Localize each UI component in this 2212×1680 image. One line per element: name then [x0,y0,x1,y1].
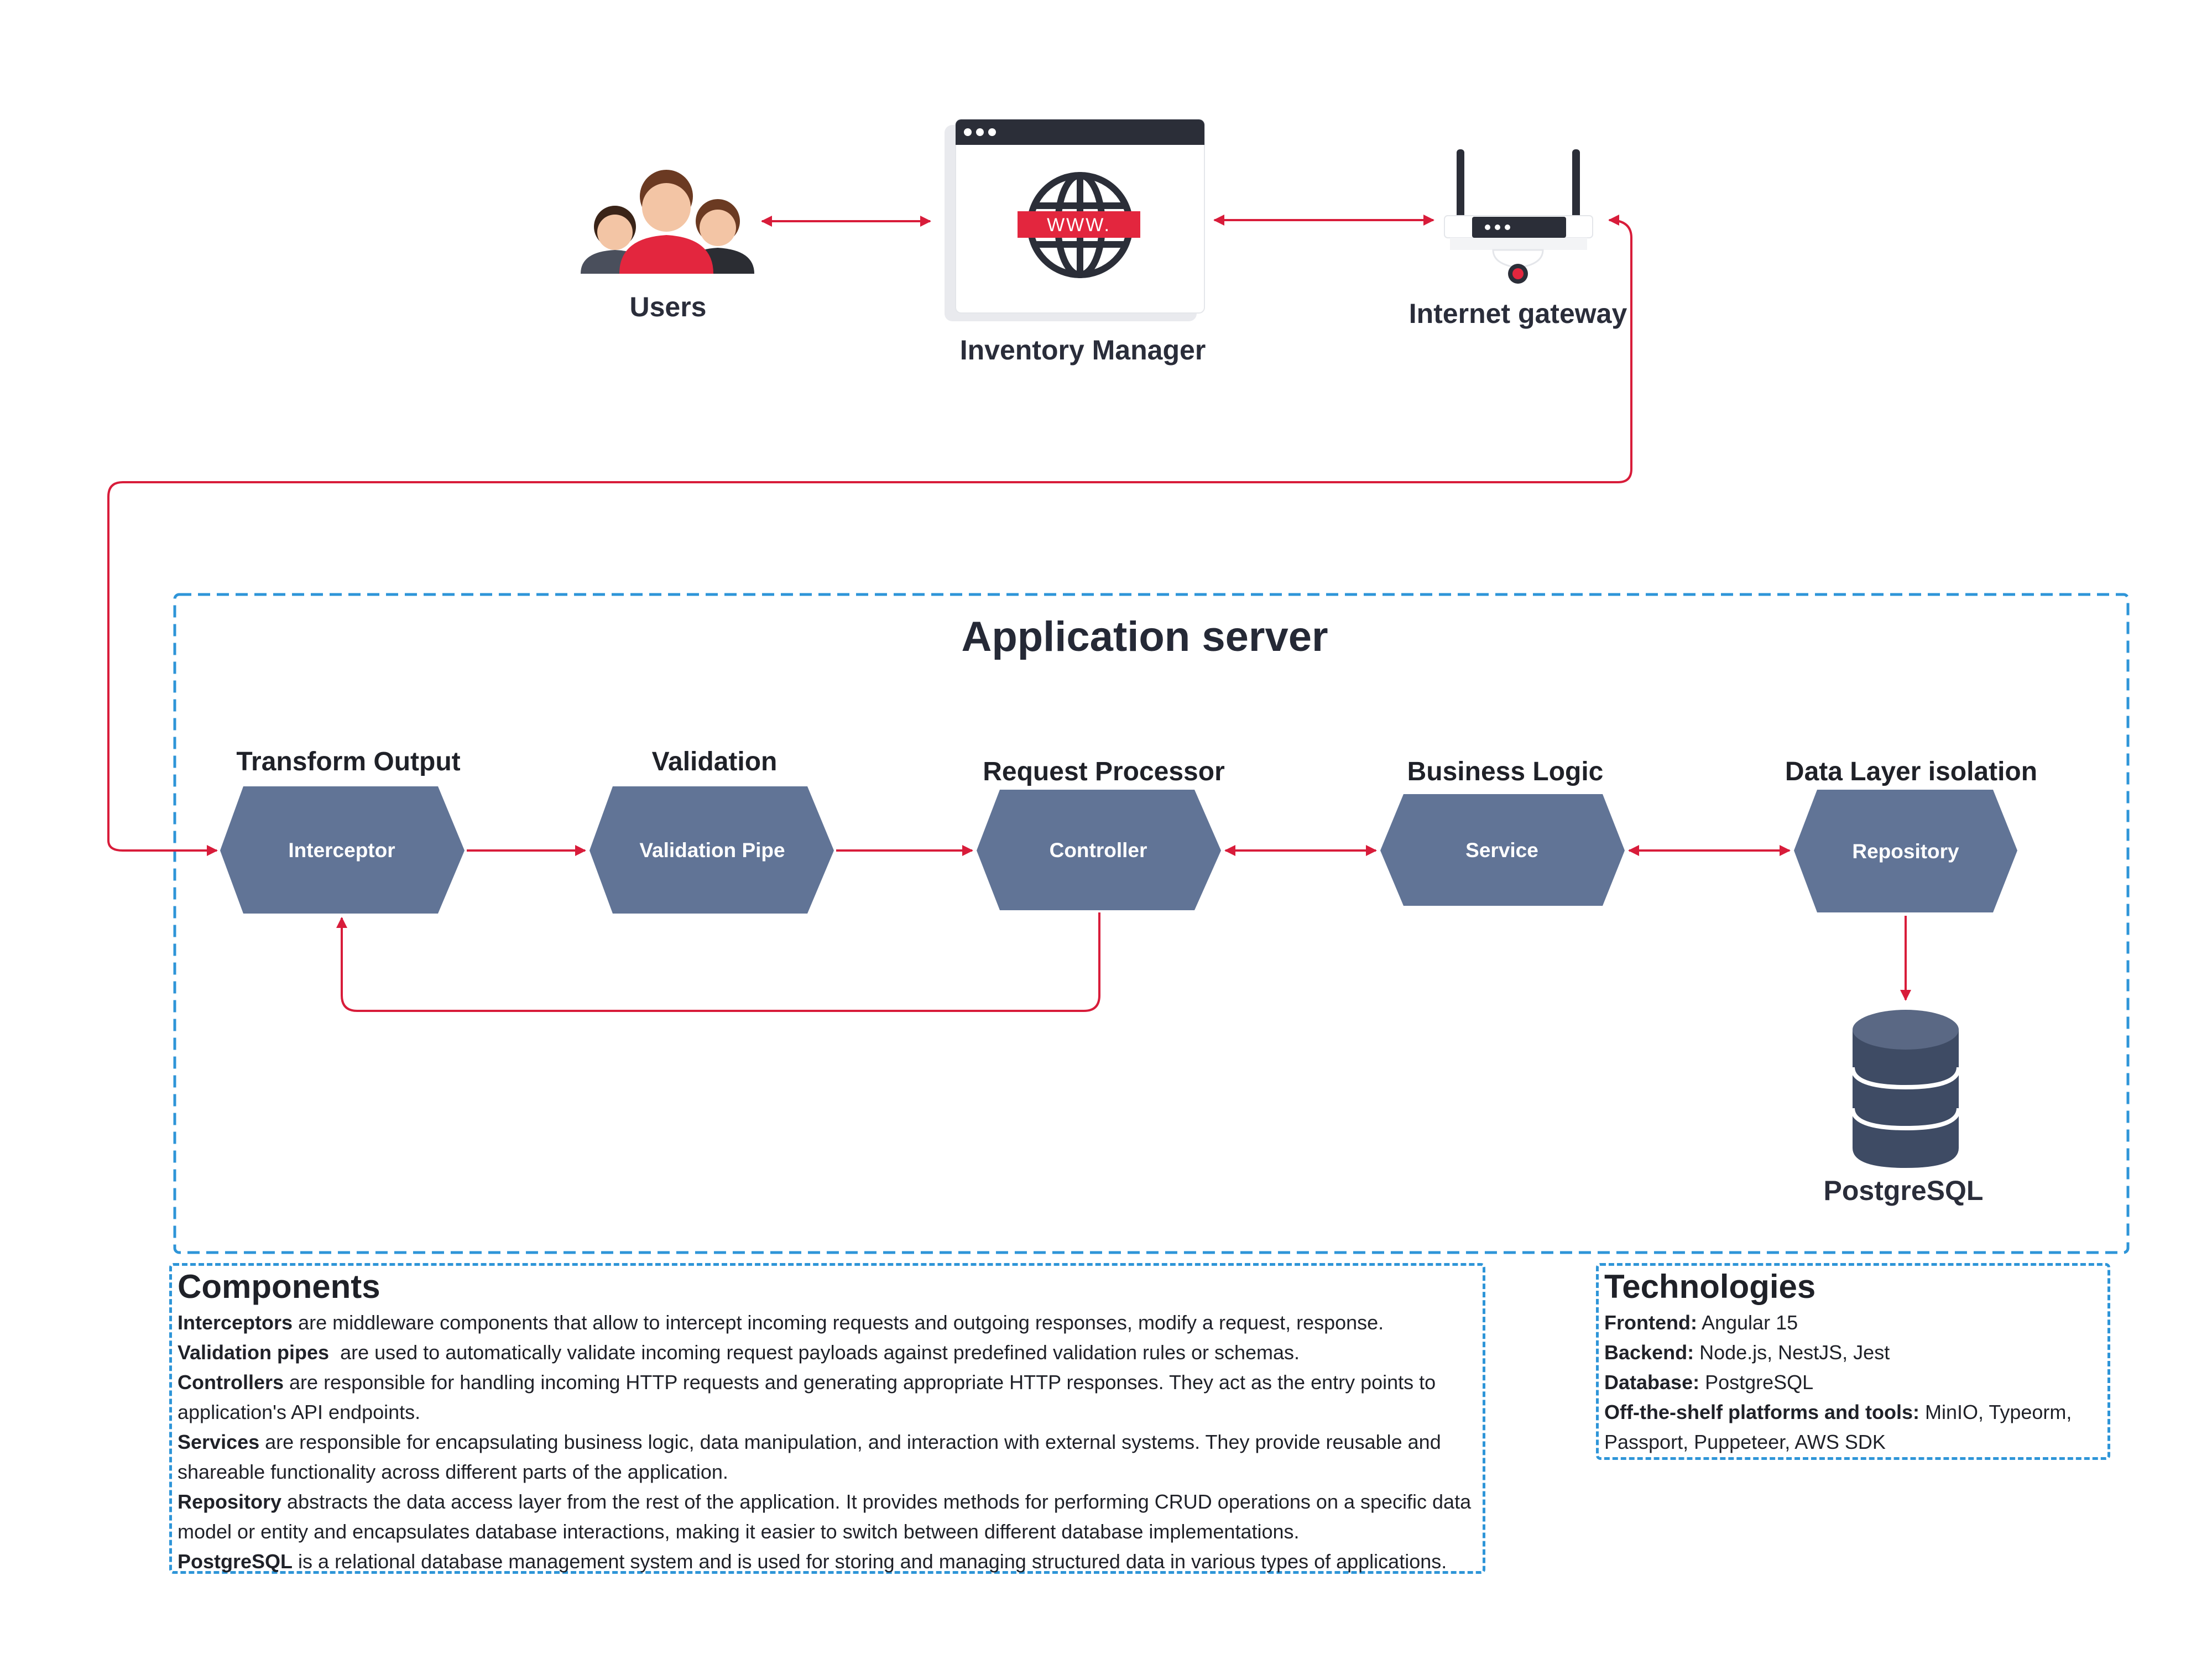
hexagon-repository [1794,790,2017,912]
components-item-interceptors: Interceptors are middleware components t… [178,1311,1384,1334]
components-item-repository: Repository abstracts the data access lay… [178,1490,1472,1543]
technologies-item-frontend: Frontend: Angular 15 [1604,1311,1798,1334]
technologies-item-tools: Off-the-shelf platforms and tools: MinIO… [1604,1401,2072,1453]
gateway-to-interceptor-arrow [107,215,1632,856]
router-icon [1444,149,1593,284]
technologies-legend: Technologies Frontend: Angular 15 Backen… [1596,1263,2110,1460]
step-heading-request-processor: Request Processor [983,757,1225,786]
node-repository: Repository [1852,840,1959,863]
components-title: Components [178,1268,380,1305]
components-item-services: Services are responsible for encapsulati… [178,1431,1441,1483]
technologies-title: Technologies [1604,1268,1816,1305]
step-heading-business-logic: Business Logic [1407,757,1604,786]
internet-gateway-label: Internet gateway [1408,298,1627,329]
application-server-boundary [173,593,2130,1254]
node-controller: Controller [1049,839,1147,862]
database-icon [1850,1010,1961,1168]
controller-to-interceptor-return-arrow [336,912,1100,1012]
components-legend: Components Interceptors are middleware c… [169,1263,1485,1574]
technologies-item-database: Database: PostgreSQL [1604,1371,1814,1394]
hexagon-interceptor [220,786,465,914]
postgresql-label: PostgreSQL [1823,1175,1984,1206]
browser-www-badge: WWW. [1047,215,1111,236]
components-item-validation-pipes: Validation pipes are used to automatical… [178,1341,1300,1364]
step-heading-validation: Validation [651,747,778,776]
node-service: Service [1465,839,1538,862]
components-item-postgresql: PostgreSQL is a relational database mana… [178,1550,1447,1573]
users-group-icon [581,170,754,274]
hexagon-validation-pipe [589,786,834,914]
technologies-item-backend: Backend: Node.js, NestJS, Jest [1604,1341,1890,1364]
hexagon-service [1380,794,1625,906]
node-validation-pipe: Validation Pipe [639,839,785,862]
node-interceptor: Interceptor [288,839,395,862]
browser-www-icon: WWW. [945,119,1205,321]
step-heading-transform-output: Transform Output [236,747,461,776]
step-heading-data-layer-isolation: Data Layer isolation [1785,757,2038,786]
components-item-controllers: Controllers are responsible for handling… [178,1371,1436,1423]
users-label: Users [629,291,707,322]
hexagon-controller [977,790,1221,910]
application-server-title: Application server [961,613,1328,660]
inventory-manager-label: Inventory Manager [959,335,1206,366]
